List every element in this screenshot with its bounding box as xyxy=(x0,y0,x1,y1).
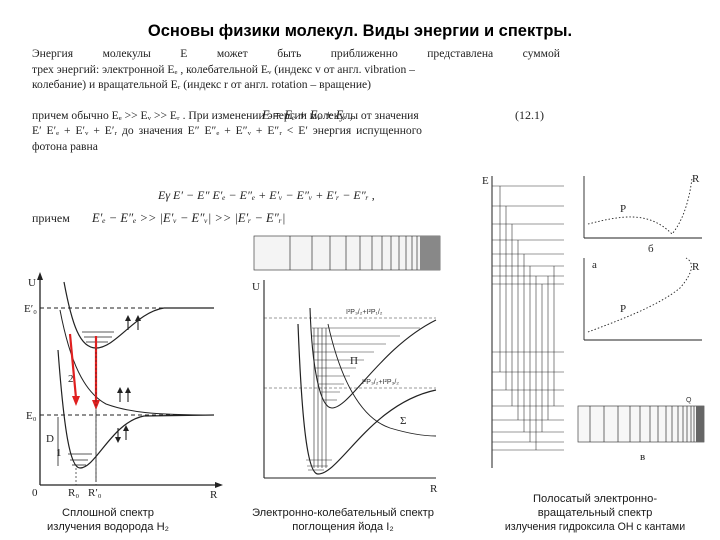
caption-middle: Электронно-колебательный спектр поглощен… xyxy=(218,506,468,534)
y-axis-arrow xyxy=(37,272,43,280)
upper-rot-levels xyxy=(492,185,564,285)
label-r-mid: R xyxy=(692,261,700,273)
transition-lines xyxy=(499,186,555,450)
label-r-top: R xyxy=(692,173,700,185)
text-line-6: фотона равна xyxy=(32,139,98,153)
band-spectrum-lines xyxy=(589,406,695,442)
text-line-2: трех энергий: электронной Eₑ , колебател… xyxy=(32,62,415,76)
label-zero: 0 xyxy=(32,487,38,498)
caption-right-line-1: Полосатый электронно- xyxy=(532,493,658,505)
label-r0: R₀ xyxy=(68,487,79,498)
lower-curve xyxy=(297,323,437,475)
figure-h2-potential: U R E′₀ E₀ D 1 2 0 R₀ R′₀ xyxy=(24,272,223,498)
label-sigma: Σ xyxy=(400,415,406,427)
text-line-4: причем обычно Eₑ >> Eᵥ >> Eᵣ . При измен… xyxy=(32,108,419,122)
caption-middle-line-2: поглощения йода I₂ xyxy=(292,521,394,533)
label-v: в xyxy=(640,451,645,463)
band-head xyxy=(696,406,704,442)
axis-label-r: R xyxy=(210,489,218,498)
spin-arrows-lower xyxy=(115,425,129,443)
spectrum-lines xyxy=(289,236,418,270)
label-upper-asymptote: I²P₃/₂+I²P₁/₂ xyxy=(346,309,383,316)
spectrum-strip xyxy=(253,235,441,271)
label-r0-prime: R′₀ xyxy=(88,487,102,498)
upper-curve xyxy=(309,307,437,409)
text-block: Энергия молекулы E может быть приближенн… xyxy=(32,46,560,154)
text-line-3: колебание) и вращательной Eᵣ (индекс r о… xyxy=(32,78,372,91)
caption-left: Сплошной спектр излучения водорода H₂ xyxy=(8,506,208,534)
label-e0-prime: E′₀ xyxy=(24,303,37,315)
label-pi: Π xyxy=(350,355,358,367)
label-one: 1 xyxy=(56,447,62,459)
label-q: Q xyxy=(686,397,692,404)
upper-curve-levels xyxy=(312,327,420,401)
caption-left-line-2: излучения водорода H₂ xyxy=(46,521,170,533)
repulsive-curve xyxy=(327,323,437,437)
lower-potential-curve xyxy=(57,349,215,469)
upper-vib-levels xyxy=(82,331,114,343)
spectrum-continuum xyxy=(420,236,440,270)
repulsive-curve xyxy=(59,309,215,416)
label-d: D xyxy=(46,433,54,445)
lower-rot-levels xyxy=(492,351,564,451)
label-e: E xyxy=(482,175,489,187)
label-lower-asymptote: I²P₃/₂+I²P₃/₂ xyxy=(362,379,399,386)
label-two: 2 xyxy=(68,373,74,385)
caption-right-line-2: вращательный спектр xyxy=(537,507,653,519)
transition-arrows xyxy=(68,333,100,410)
label-e0: E₀ xyxy=(26,410,37,422)
fortrat-parabola-top xyxy=(587,177,693,235)
fortrat-parabola-mid xyxy=(587,257,692,333)
caption-left-line-1: Сплошной спектр xyxy=(62,507,154,519)
axis-label-u: U xyxy=(28,277,36,289)
figure-i2-absorption: U R I²P₃/₂+I²P₁/₂ I²P₃/₂+I²P₃/₂ Π Σ xyxy=(252,235,441,495)
slide-title: Основы физики молекул. Виды энергии и сп… xyxy=(147,22,573,40)
caption-middle-line-1: Электронно-колебательный спектр xyxy=(251,507,435,519)
spin-arrows-upper xyxy=(125,315,141,330)
label-p-top: P xyxy=(620,203,626,215)
label-b: б xyxy=(648,243,654,255)
figure-oh-bands: E P R б P R а Q в xyxy=(482,173,705,468)
formula-main: E = Eₑ + Eᵥ + Eᵣ , xyxy=(262,108,353,122)
equation-number: (12.1) xyxy=(515,108,544,122)
formula-condition: E′ₑ − E″ₑ >> |E′ᵥ − E″ᵥ| >> |E′ᵣ − E″ᵣ| xyxy=(92,211,286,225)
text-line-5: E′ E′ₑ + E′ᵥ + E′ᵣ до значения E″ E″ₑ + … xyxy=(32,124,422,137)
vertical-transitions xyxy=(313,328,327,468)
x-axis-arrow xyxy=(215,482,223,488)
lower-curve-levels xyxy=(306,459,332,471)
text-line-7-prefix: причем xyxy=(32,211,70,225)
lower-vib-levels xyxy=(68,453,92,466)
band-spectrum-strip xyxy=(577,405,705,443)
spin-arrows-middle xyxy=(117,387,131,402)
caption-right-line-3: излучения гидроксила OH с кантами xyxy=(504,521,686,533)
upper-potential-curve xyxy=(63,281,214,349)
axis-label-u: U xyxy=(252,281,260,293)
caption-right: Полосатый электронно- вращательный спект… xyxy=(472,492,718,534)
label-a: а xyxy=(592,259,597,271)
axis-label-r: R xyxy=(430,483,438,495)
formula-photon: Eγ E′ − E″ E′ₑ − E″ₑ + E′ᵥ − E″ᵥ + E′ᵣ −… xyxy=(158,188,375,202)
label-p-mid: P xyxy=(620,303,626,315)
text-line-1: Энергия молекулы E может быть приближенн… xyxy=(32,47,560,60)
